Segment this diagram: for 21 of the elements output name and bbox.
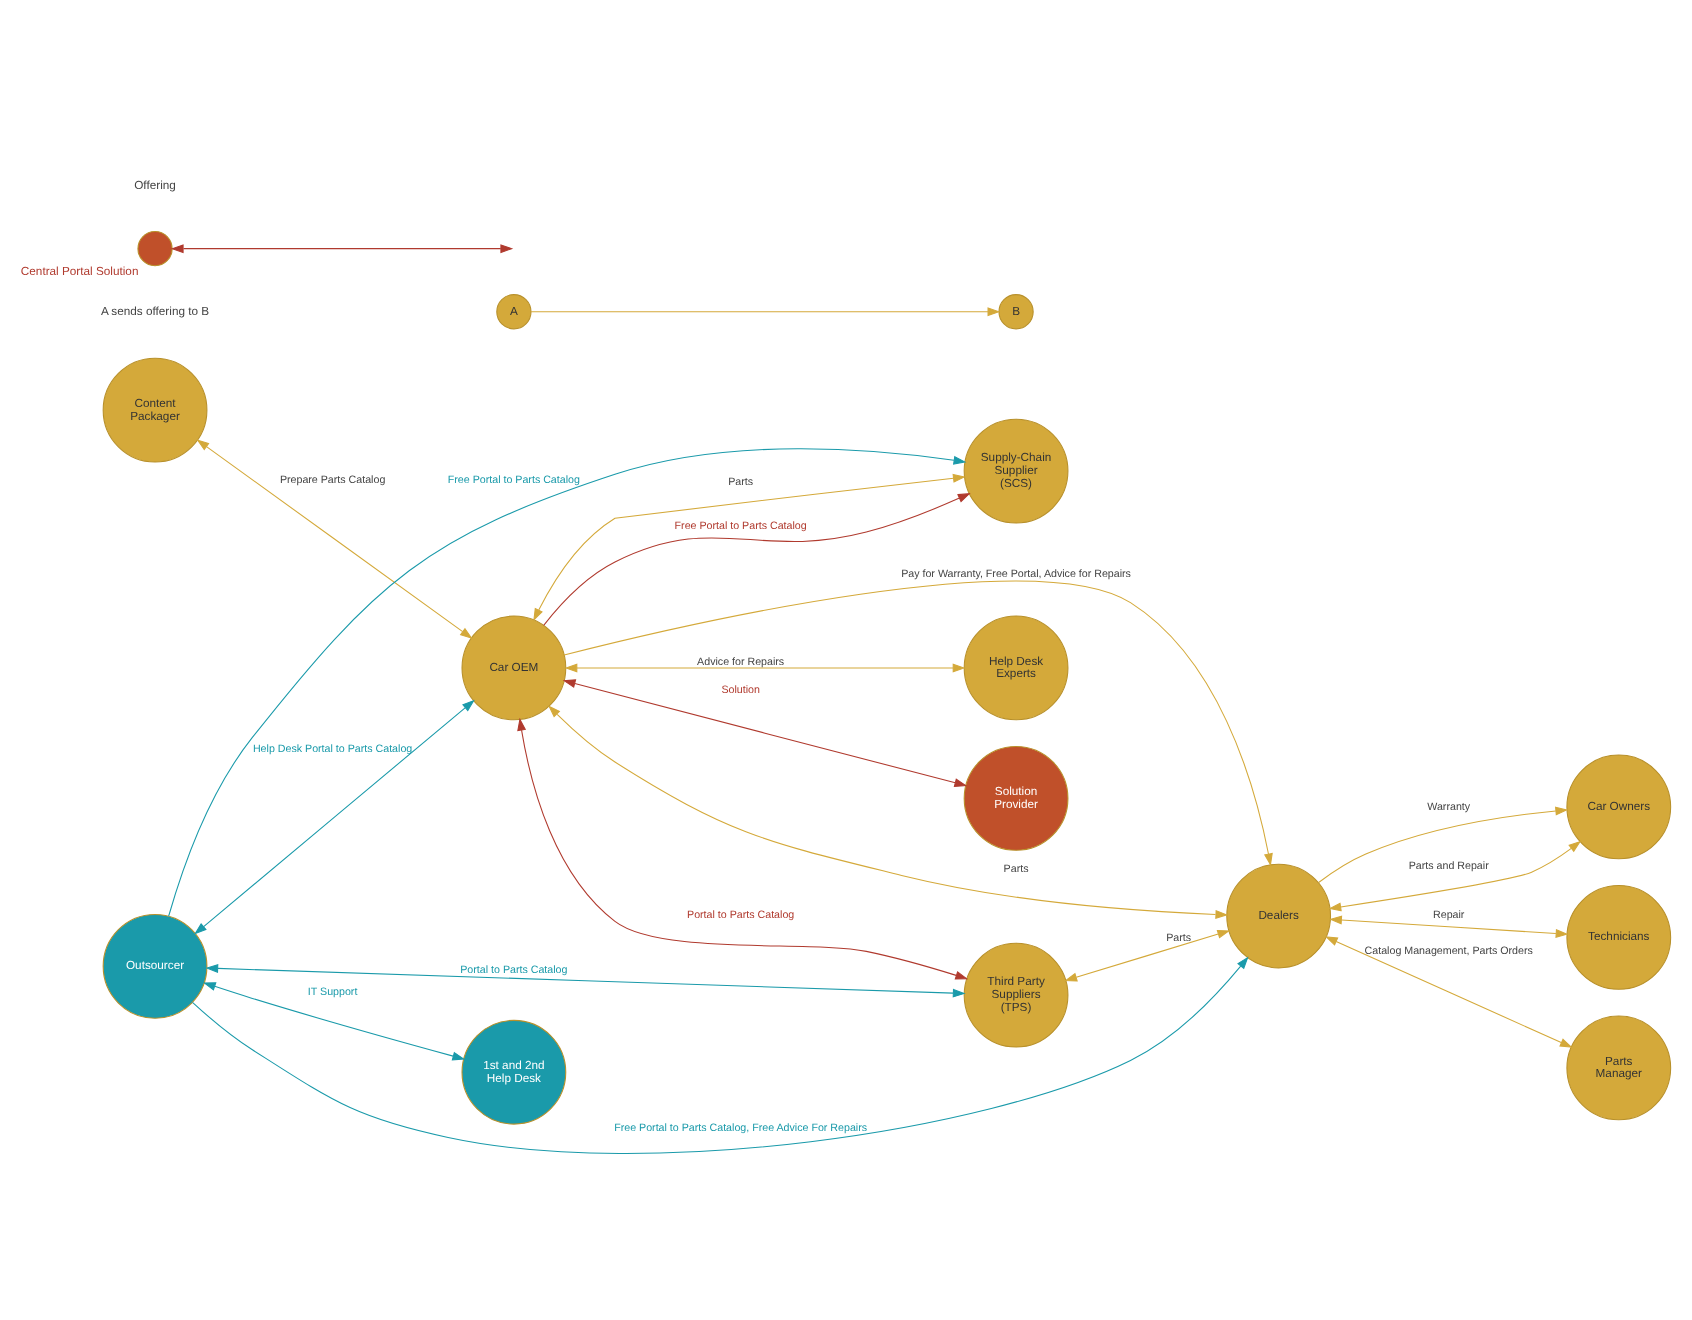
arrow — [1064, 929, 1231, 982]
arrow — [562, 679, 968, 788]
arrow — [191, 956, 1249, 1155]
arrow — [196, 439, 473, 639]
arrow — [205, 963, 966, 998]
arrow — [1329, 915, 1569, 938]
arrow — [194, 699, 475, 935]
node-circle — [137, 231, 173, 267]
arrow — [1324, 936, 1573, 1048]
arrow — [168, 448, 967, 917]
arrow — [530, 307, 1001, 317]
arrow — [563, 580, 1273, 867]
arrow — [1328, 840, 1582, 912]
arrow — [517, 717, 969, 980]
arrow — [1318, 806, 1569, 883]
arrow — [548, 705, 1229, 919]
arrow — [533, 473, 966, 622]
arrow — [202, 982, 466, 1061]
arrow — [564, 663, 966, 673]
arrow — [543, 493, 971, 626]
arrow — [170, 244, 514, 254]
